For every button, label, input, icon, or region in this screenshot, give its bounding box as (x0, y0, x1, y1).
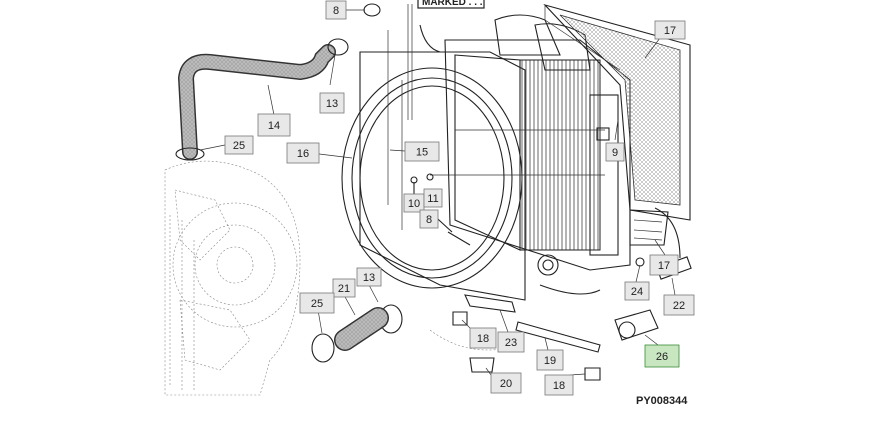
callout-box (404, 141, 440, 162)
callout-21[interactable]: 21 (332, 278, 356, 298)
callout-box (663, 294, 695, 316)
callout-13[interactable]: 13 (356, 267, 382, 287)
radiator (430, 14, 631, 276)
callout-number: 13 (363, 272, 375, 284)
callout-8[interactable]: 8 (325, 0, 347, 20)
callout-number: 23 (505, 337, 517, 349)
callout-17[interactable]: 17 (654, 20, 686, 40)
callout-box (654, 20, 686, 40)
callout-box (286, 142, 320, 164)
callout-16[interactable]: 16 (286, 142, 320, 164)
callout-box (644, 344, 680, 368)
callout-box (419, 209, 439, 229)
callout-box (356, 267, 382, 287)
callout-number: 8 (333, 5, 339, 17)
callout-number: 8 (426, 214, 432, 226)
callout-number: 17 (664, 25, 676, 37)
callout-box (423, 188, 443, 208)
callout-box (257, 113, 291, 137)
engine-outline (164, 160, 301, 396)
callout-number: 19 (544, 355, 556, 367)
callout-number: 20 (500, 378, 512, 390)
lower-hose (334, 307, 389, 351)
callout-box (319, 92, 345, 114)
callout-box (536, 349, 564, 371)
callout-box (490, 372, 522, 394)
callout-box (224, 135, 254, 155)
leader-lines (199, 9, 676, 376)
callout-number: 11 (427, 193, 438, 205)
callout-number: 24 (631, 286, 643, 298)
callout-box (497, 331, 525, 353)
callout-number: 17 (658, 260, 670, 272)
callout-19[interactable]: 19 (536, 349, 564, 371)
callout-box (469, 327, 497, 349)
marked-note: MARKED . . . (417, 0, 485, 53)
callouts: 8 13 14 25 16 15 10 11 8 17 9 17 24 22 26 13 21 25 18 23 19 2… (224, 0, 695, 396)
callout-number: 26 (656, 351, 668, 363)
callout-number: 10 (408, 198, 420, 210)
callout-number: 15 (416, 147, 428, 159)
callout-number: 18 (553, 380, 565, 392)
callout-26[interactable]: 26 (644, 344, 680, 368)
callout-box (325, 0, 347, 20)
callout-number: 18 (477, 333, 489, 345)
callout-14[interactable]: 14 (257, 113, 291, 137)
callout-11[interactable]: 11 (423, 188, 443, 208)
callout-10[interactable]: 10 (403, 193, 425, 213)
callout-25[interactable]: 25 (299, 292, 335, 314)
callout-20[interactable]: 20 (490, 372, 522, 394)
callout-number: 25 (311, 298, 323, 310)
callout-number: 9 (612, 147, 618, 159)
callout-18[interactable]: 18 (469, 327, 497, 349)
callout-25[interactable]: 25 (224, 135, 254, 155)
callout-number: 22 (673, 300, 685, 312)
callout-15[interactable]: 15 (404, 141, 440, 162)
callout-number: 21 (338, 283, 350, 295)
callout-number: 13 (326, 98, 338, 110)
callout-number: 16 (297, 148, 309, 160)
callout-box (605, 142, 625, 162)
callout-number: 25 (233, 140, 245, 152)
fan-shroud (341, 4, 526, 301)
callout-box (544, 374, 574, 396)
callout-22[interactable]: 22 (663, 294, 695, 316)
callout-number: 14 (268, 120, 280, 132)
callout-box (624, 281, 650, 301)
callout-8[interactable]: 8 (419, 209, 439, 229)
upper-hose (177, 44, 336, 160)
callout-23[interactable]: 23 (497, 331, 525, 353)
callout-17[interactable]: 17 (649, 254, 679, 276)
marked-note-text: MARKED . . . (422, 0, 483, 8)
figure-id-label: PY008344 (636, 395, 688, 407)
callout-13[interactable]: 13 (319, 92, 345, 114)
callout-24[interactable]: 24 (624, 281, 650, 301)
callout-18[interactable]: 18 (544, 374, 574, 396)
callout-9[interactable]: 9 (605, 142, 625, 162)
callout-box (299, 292, 335, 314)
callout-box (332, 278, 356, 298)
callout-box (649, 254, 679, 276)
